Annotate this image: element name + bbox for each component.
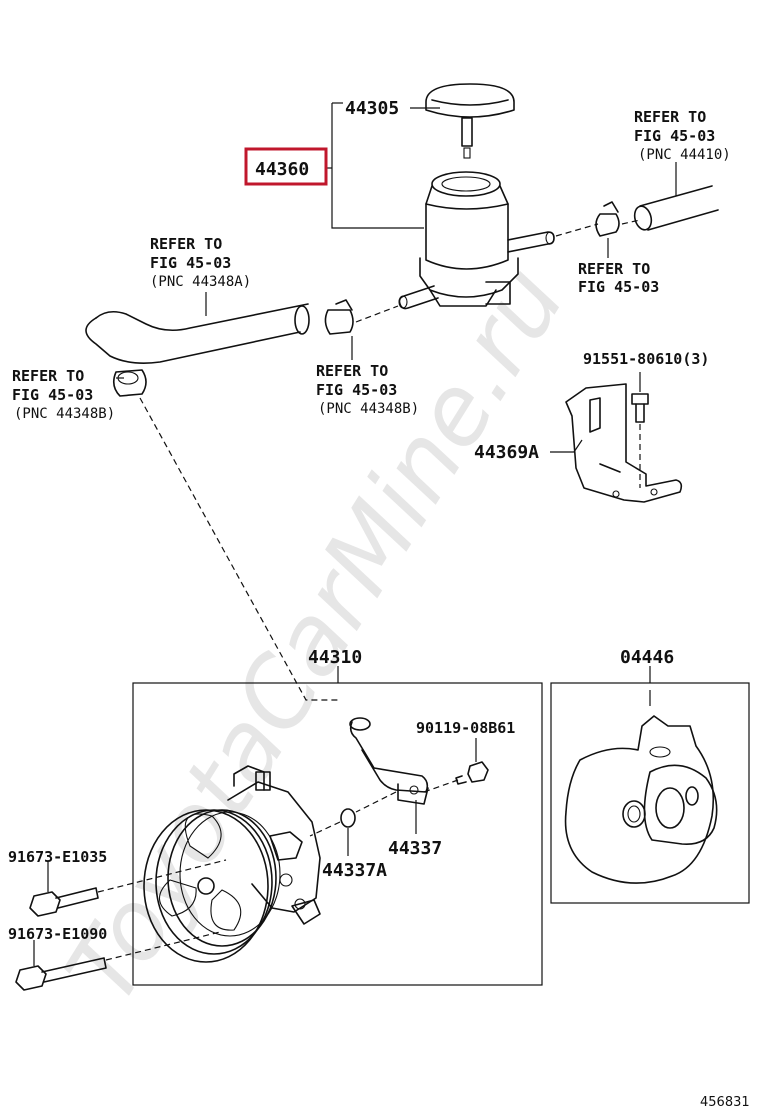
part-label-44360[interactable]: 44360 (255, 159, 309, 180)
o-ring-dash (309, 821, 341, 837)
o-ring-drawing (340, 808, 356, 828)
bolt-91673-e1090-drawing (15, 957, 107, 991)
clamp-to-inlet-dash (355, 305, 399, 323)
part-label-44360-highlight (244, 147, 328, 186)
ref-44348b-left-line1[interactable]: REFER TO (12, 367, 84, 385)
bolt-90119-drawing (455, 761, 489, 785)
ref-44348b-left-line3[interactable]: (PNC 44348B) (14, 406, 115, 422)
leader-lines (33, 102, 677, 966)
part-label-91551-80610[interactable]: 91551-80610(3) (583, 350, 709, 368)
ref-44348a-line2[interactable]: FIG 45-03 (150, 254, 231, 272)
bracket-drawing (565, 383, 683, 503)
ref-44410-line1[interactable]: REFER TO (634, 108, 706, 126)
part-label-04446[interactable]: 04446 (620, 647, 674, 668)
nozzle-to-clamp-dash (555, 223, 599, 237)
bolt-91673-e1035-dash (97, 859, 227, 893)
ref-44348b-center-line2[interactable]: FIG 45-03 (316, 381, 397, 399)
part-label-44310[interactable]: 44310 (308, 647, 362, 668)
bolt-90119-dash (423, 779, 459, 793)
gasket-kit-box (550, 682, 750, 904)
bolt-91673-e1035-drawing (29, 887, 99, 917)
ref-44410-line2[interactable]: FIG 45-03 (634, 127, 715, 145)
part-label-44337[interactable]: 44337 (388, 838, 442, 859)
part-label-90119-08b61[interactable]: 90119-08B61 (416, 719, 515, 737)
pipe-to-oring-dash (355, 791, 397, 813)
hose-clamp-right-drawing (595, 201, 620, 237)
return-hose-drawing (633, 185, 719, 231)
ref-44348b-center-line3[interactable]: (PNC 44348B) (318, 401, 419, 417)
ref-44348a-line1[interactable]: REFER TO (150, 235, 222, 253)
part-label-91673-e1090[interactable]: 91673-E1090 (8, 925, 107, 943)
power-steering-pump-drawing (143, 765, 321, 963)
part-label-91673-e1035[interactable]: 91673-E1035 (8, 848, 107, 866)
suction-line-dash (139, 397, 340, 701)
suction-hose-drawing (85, 303, 310, 364)
part-label-44337a[interactable]: 44337A (322, 860, 387, 881)
inlet-pipe-drawing (349, 717, 429, 805)
ref-clamp-right-line1[interactable]: REFER TO (578, 260, 650, 278)
ref-44348a-line3[interactable]: (PNC 44348A) (150, 274, 251, 290)
part-label-44305[interactable]: 44305 (345, 98, 399, 119)
ref-44348b-left-line2[interactable]: FIG 45-03 (12, 386, 93, 404)
figure-number: 456831 (700, 1095, 750, 1110)
reservoir-cap-drawing (425, 83, 515, 159)
clamp-to-hose-dash (621, 219, 641, 225)
hose-clamp-left-drawing (112, 369, 147, 397)
ref-clamp-right-line2[interactable]: FIG 45-03 (578, 278, 659, 296)
part-label-44369a[interactable]: 44369A (474, 442, 539, 463)
ref-44410-line3[interactable]: (PNC 44410) (638, 147, 731, 163)
gasket-kit-drawing (564, 715, 718, 884)
reservoir-drawing (398, 171, 555, 310)
ref-44348b-center-line1[interactable]: REFER TO (316, 362, 388, 380)
bolt-91551-drawing (631, 393, 649, 423)
hose-clamp-center-drawing (324, 299, 354, 335)
